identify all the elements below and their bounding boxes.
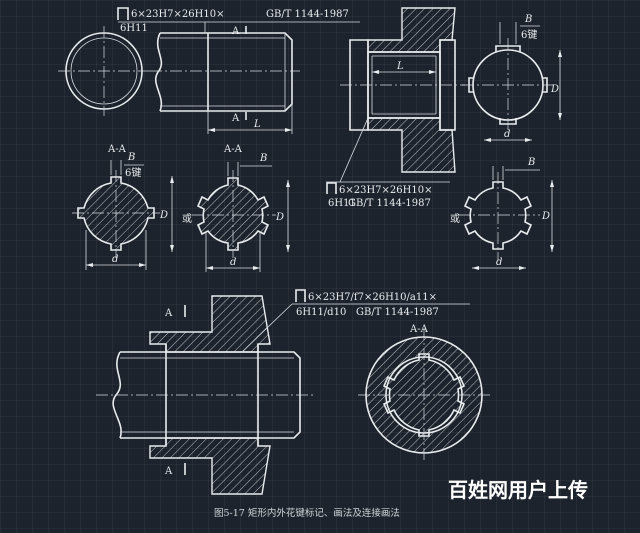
dimension-B-label: B <box>259 153 267 164</box>
dimension-D-label: D <box>550 84 559 95</box>
shaft-outline <box>160 32 293 112</box>
dimension-D-label: D <box>541 211 550 222</box>
internal-spline-end-view: B 6键 D d <box>462 14 562 142</box>
watermark: 百姓网用户上传 <box>448 478 588 502</box>
dimension-d-label: d <box>496 257 502 268</box>
external-spline-shaft-view: A A L 6×23H7×26H10× GB/T 1144-1987 6H11 <box>58 7 360 134</box>
shaft-section-aa-right: A-A B D d <box>192 144 290 272</box>
notation-bottom-line2: 6H11/d10 <box>296 307 346 318</box>
or-label: 或 <box>182 213 192 225</box>
or-label: 或 <box>450 213 460 225</box>
notation-top-standard: GB/T 1144-1987 <box>266 9 349 20</box>
hub-section-bottom <box>367 117 456 173</box>
figure-caption: 图5-17 矩形内外花键标记、画法及连接画法 <box>214 507 400 519</box>
dimension-d-label: d <box>112 254 118 265</box>
dimension-B-label: B <box>127 152 135 163</box>
spline-symbol-icon <box>326 182 337 194</box>
notation-mid-line2: 6H11 <box>328 198 356 209</box>
notation-top-line1: 6×23H7×26H10× <box>131 9 224 20</box>
section-label-top: A <box>231 26 240 37</box>
section-label-bottom: A <box>231 113 240 124</box>
dimension-D-label: D <box>275 212 284 223</box>
spline-symbol-icon <box>117 7 129 20</box>
section-label-bottom: A <box>164 466 173 477</box>
section-label-top: A <box>164 308 173 319</box>
connection-section-aa: A-A <box>358 324 490 462</box>
dimension-B-label: B <box>524 14 532 25</box>
shaft-section-aa-left: A-A B 6键 D d <box>72 144 174 270</box>
keys-count-label: 6键 <box>125 166 141 179</box>
notation-mid-line1: 6×23H7×26H10× <box>339 185 432 196</box>
dimension-B-label: B <box>527 157 535 168</box>
dimension-L-label: L <box>253 119 261 130</box>
internal-spline-hub-view: L 6×23H7×26H10× 6H11 GB/T 1144-1987 <box>326 7 465 209</box>
section-title: A-A <box>409 324 429 335</box>
break-line <box>154 32 163 112</box>
dimension-L-label: L <box>396 61 404 72</box>
notation-bottom-line1: 6×23H7/f7×26H10/a11× <box>308 292 437 303</box>
dimension-D-label: D <box>159 210 168 221</box>
spline-symbol-icon <box>295 289 306 302</box>
spline-connection-view: A A 6×23H7/f7×26H10/a11× 6H11/d10 GB/T 1… <box>96 289 470 495</box>
section-title: A-A <box>107 144 127 155</box>
notation-top-line2: 6H11 <box>120 23 148 34</box>
keys-count-label: 6键 <box>521 28 537 41</box>
dimension-d-label: d <box>230 257 236 268</box>
notation-mid-standard: GB/T 1144-1987 <box>348 198 431 209</box>
section-title: A-A <box>223 144 243 155</box>
hub-section-top <box>149 295 271 353</box>
notation-bottom-standard: GB/T 1144-1987 <box>356 307 439 318</box>
internal-spline-section-right: B D d 或 <box>450 157 554 270</box>
dimension-d-label: d <box>504 129 510 140</box>
hub-section-top <box>367 7 456 53</box>
